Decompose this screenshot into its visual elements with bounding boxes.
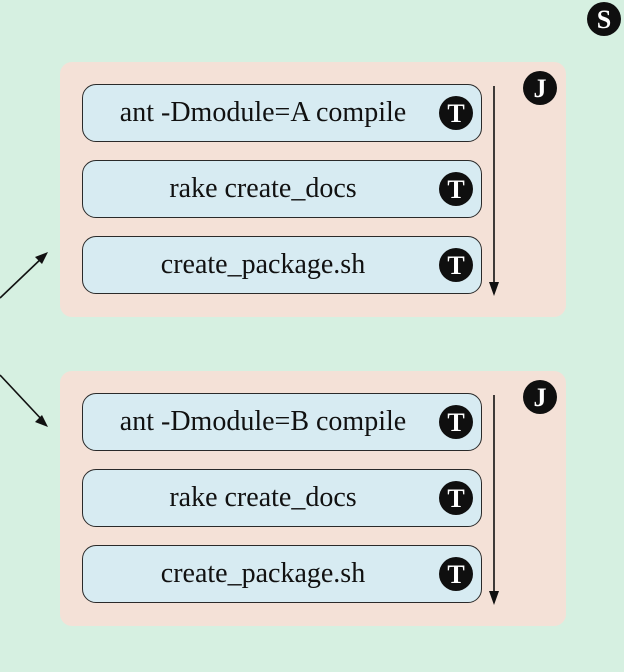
sequence-arrow-icon [489, 395, 499, 605]
task-box: rake create_docs T [82, 160, 482, 218]
task-box: ant -Dmodule=A compile T [82, 84, 482, 142]
task-box: ant -Dmodule=B compile T [82, 393, 482, 451]
stage-a: J ant -Dmodule=A compile T rake create_d… [60, 62, 566, 317]
sequence-arrow-icon [489, 86, 499, 296]
task-badge-icon: T [439, 248, 473, 282]
stage-b: J ant -Dmodule=B compile T rake create_d… [60, 371, 566, 626]
arrow-to-stage-b-icon [0, 374, 48, 427]
task-badge-icon: T [439, 481, 473, 515]
task-label: ant -Dmodule=B compile [119, 406, 407, 437]
task-badge-icon: T [439, 172, 473, 206]
task-box: create_package.sh T [82, 545, 482, 603]
task-badge-icon: T [439, 557, 473, 591]
task-label: rake create_docs [169, 482, 357, 513]
job-badge-icon: J [523, 380, 557, 414]
task-box: create_package.sh T [82, 236, 482, 294]
task-label: ant -Dmodule=A compile [119, 97, 407, 128]
task-box: rake create_docs T [82, 469, 482, 527]
task-badge-icon: T [439, 96, 473, 130]
task-label: create_package.sh [160, 249, 366, 280]
job-badge-icon: J [523, 71, 557, 105]
task-badge-icon: T [439, 405, 473, 439]
task-label: create_package.sh [160, 558, 366, 589]
sequence-badge-icon: S [587, 2, 621, 36]
task-label: rake create_docs [169, 173, 357, 204]
arrow-to-stage-a-icon [0, 252, 48, 299]
